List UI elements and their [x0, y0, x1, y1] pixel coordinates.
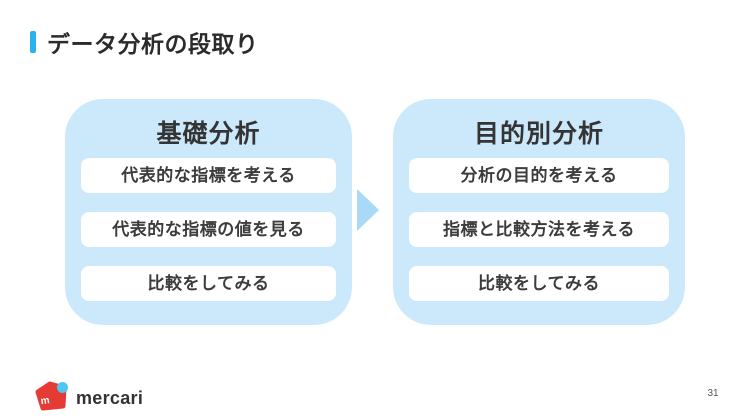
flow-step: 比較をしてみる [81, 266, 336, 301]
flow-step: 代表的な指標を考える [81, 158, 336, 193]
page-title: データ分析の段取り [47, 31, 259, 57]
logo-wordmark: mercari [76, 388, 144, 408]
mercari-logo: m mercari [35, 381, 143, 412]
flow-box-basic-analysis: 基礎分析 代表的な指標を考える 代表的な指標の値を見る 比較をしてみる [65, 99, 352, 325]
flow-box-header: 基礎分析 [156, 120, 261, 148]
logo-m-letter: m [40, 395, 50, 407]
flow-step: 分析の目的を考える [409, 158, 669, 193]
flow-step: 比較をしてみる [409, 266, 669, 301]
flow-box-purpose-analysis: 目的別分析 分析の目的を考える 指標と比較方法を考える 比較をしてみる [393, 99, 685, 325]
logo-blue-dot [57, 382, 68, 393]
flow-step: 指標と比較方法を考える [409, 212, 669, 247]
mercari-box-icon: m [35, 381, 68, 411]
page-number: 31 [707, 388, 719, 399]
flow-box-header: 目的別分析 [473, 120, 604, 148]
slide-title-row: データ分析の段取り [30, 25, 259, 59]
title-accent-bar [30, 31, 36, 53]
flow-step: 代表的な指標の値を見る [81, 212, 336, 247]
right-arrow-icon [357, 189, 379, 231]
